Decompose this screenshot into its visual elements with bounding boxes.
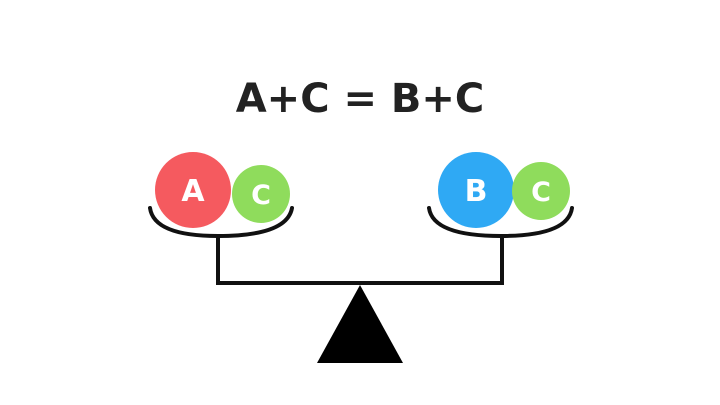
ball-c-circle-right [512,162,570,220]
equation-text: A+C = B+C [236,76,485,122]
right-pan [427,206,574,239]
ball-a-label: A [181,174,205,209]
ball-a-circle [155,152,231,228]
ball-b-label: B [465,174,488,209]
ball-c-circle [232,165,290,223]
left-pan-group: A C [148,152,294,239]
right-ball-c: C [512,162,570,220]
right-ball-b: B [438,152,514,228]
left-ball-c: C [232,165,290,223]
ball-c-label: C [251,180,271,211]
scale-frame [216,236,504,285]
right-pan-group: B C [427,152,574,239]
fulcrum-triangle [317,285,403,363]
left-ball-a: A [155,152,231,228]
ball-c-label-right: C [531,177,551,208]
ball-b-circle [438,152,514,228]
left-pan [148,206,294,239]
